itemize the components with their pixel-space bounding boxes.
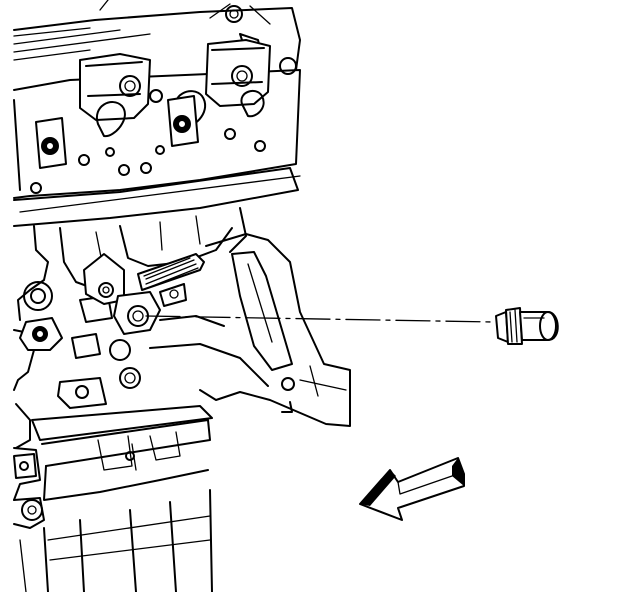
engine-block-icon bbox=[13, 0, 301, 592]
sensor-icon bbox=[495, 307, 559, 345]
sensor-port-icon bbox=[113, 291, 161, 335]
direction-arrow-icon bbox=[359, 457, 465, 521]
leader-line-icon bbox=[145, 315, 495, 323]
mounting-bracket-icon bbox=[83, 233, 351, 427]
cylinder-head-icon bbox=[13, 0, 301, 227]
